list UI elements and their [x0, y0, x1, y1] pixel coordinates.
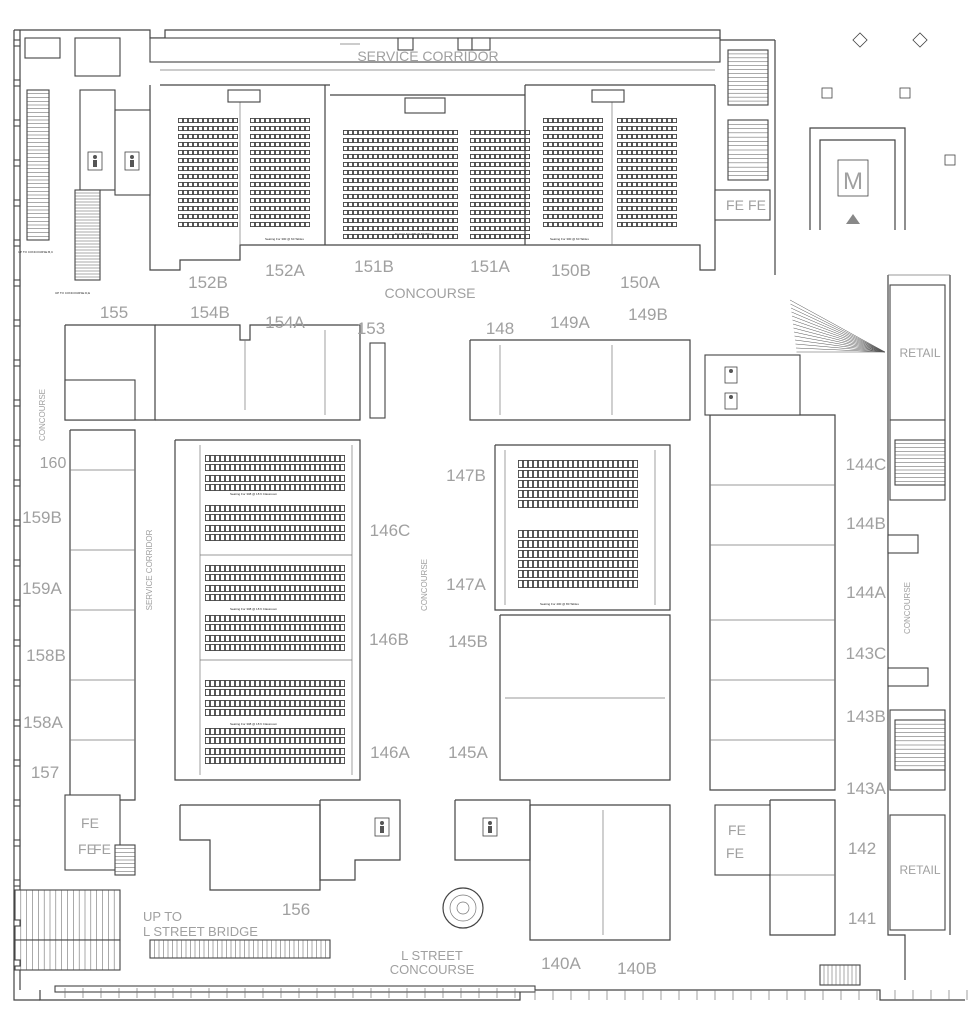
service-corridor-left-label: SERVICE CORRIDOR	[145, 529, 154, 610]
retail-label: RETAIL	[899, 863, 940, 877]
ballroom-left: Seating For 308 @ 18 ft Classroom Seatin…	[174, 439, 361, 781]
ballroom-top: Seating For 300 @ 60 Tables Seating For …	[149, 69, 716, 271]
concourse-left-label: CONCOURSE	[38, 389, 47, 441]
arrow-up-icon	[846, 214, 860, 224]
room-144a: 144A	[846, 583, 886, 602]
concourse-right-label: CONCOURSE	[903, 582, 912, 634]
room-158b: 158B	[26, 646, 66, 665]
escalator-caption: UP TO CONCOURSE D,E	[55, 291, 90, 295]
room-150b: 150B	[551, 261, 591, 280]
room-157: 157	[31, 763, 59, 782]
room-149b: 149B	[628, 305, 668, 324]
service-corridor-label: SERVICE CORRIDOR	[357, 48, 498, 64]
restroom-icons	[87, 151, 738, 837]
room-143b: 143B	[846, 707, 886, 726]
window-markers	[13, 39, 968, 1000]
room-140a: 140A	[541, 954, 581, 973]
room-151b: 151B	[354, 257, 394, 276]
restroom-icon	[724, 392, 738, 410]
fe-label: FE	[726, 845, 744, 861]
room-142: 142	[848, 839, 876, 858]
room-140b: 140B	[617, 959, 657, 978]
room-149a: 149A	[550, 313, 590, 332]
fe-label: FE	[748, 197, 766, 213]
room-141: 141	[848, 909, 876, 928]
room-152b: 152B	[188, 273, 228, 292]
room-152a: 152A	[265, 261, 305, 280]
retail-label: RETAIL	[899, 346, 940, 360]
room-148: 148	[486, 319, 514, 338]
top-room-caption-2: Seating For 300 @ 60 Tables	[265, 237, 304, 241]
service-corridor-top	[24, 37, 721, 77]
metro-entrance: M	[809, 32, 956, 230]
escalator-caption: UP TO CONCOURSE B,C	[18, 250, 54, 254]
room-154b: 154B	[190, 303, 230, 322]
room-144b: 144B	[846, 514, 886, 533]
up-to-label: UP TO	[143, 909, 182, 924]
fe-label: FE	[81, 815, 99, 831]
room-143c: 143C	[846, 644, 887, 663]
room-147b: 147B	[446, 466, 486, 485]
seating-left	[205, 455, 345, 764]
room-150a: 150A	[620, 273, 660, 292]
seating-right	[518, 460, 638, 588]
room-154a: 154A	[265, 313, 305, 332]
room-145b: 145B	[448, 632, 488, 651]
room-159a: 159A	[22, 579, 62, 598]
left-room-caption-1: Seating For 308 @ 18 ft Classroom	[230, 492, 278, 496]
l-street-concourse-label: CONCOURSE	[390, 962, 475, 977]
l-street-label: L STREET	[401, 948, 463, 963]
restroom-icon	[482, 817, 498, 837]
metro-logo: M	[843, 168, 863, 195]
room-160: 160	[40, 455, 67, 472]
concourse-center-label: CONCOURSE	[420, 559, 429, 611]
right-room-caption: Seating For 400 @ 80 Tables	[540, 602, 579, 606]
metro-logo-icon	[837, 159, 869, 197]
left-room-caption-2: Seating For 308 @ 18 ft Classroom	[230, 607, 278, 611]
fe-label: FE	[78, 841, 96, 857]
spiral-stair	[442, 887, 484, 929]
left-room-caption-3: Seating For 308 @ 18 ft Classroom	[230, 722, 278, 726]
fe-label: FE	[93, 841, 111, 857]
room-147a: 147A	[446, 575, 486, 594]
restroom-icon	[374, 817, 390, 837]
restroom-icon	[124, 151, 140, 171]
room-146c: 146C	[370, 521, 411, 540]
labels: SERVICE CORRIDOR CONCOURSE CONCOURSE CON…	[18, 48, 941, 978]
room-146a: 146A	[370, 743, 410, 762]
restroom-icon	[724, 366, 738, 384]
concourse-label: CONCOURSE	[384, 285, 475, 301]
fe-label: FE	[726, 197, 744, 213]
room-146b: 146B	[369, 630, 409, 649]
room-159b: 159B	[22, 508, 62, 527]
room-156: 156	[282, 900, 310, 919]
room-151a: 151A	[470, 257, 510, 276]
room-143a: 143A	[846, 779, 886, 798]
stairs-escalators	[14, 49, 946, 986]
seating-top	[178, 118, 677, 239]
outer-walls	[13, 29, 965, 1001]
top-room-caption-3: Seating For 300 @ 60 Tables	[550, 237, 589, 241]
room-153: 153	[357, 319, 385, 338]
ballroom-right: Seating For 400 @ 80 Tables	[494, 444, 671, 611]
fe-label: FE	[728, 822, 746, 838]
south-wall-band	[54, 985, 536, 993]
room-155: 155	[100, 303, 128, 322]
restroom-icon	[87, 151, 103, 171]
room-158a: 158A	[23, 713, 63, 732]
room-144c: 144C	[846, 455, 887, 474]
room-145a: 145A	[448, 743, 488, 762]
l-street-bridge-label: L STREET BRIDGE	[143, 924, 258, 939]
